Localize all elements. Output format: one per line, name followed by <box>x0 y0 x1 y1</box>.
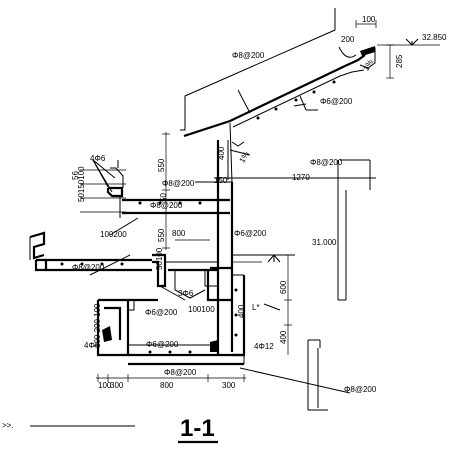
dim-50100: 50100 <box>155 247 164 270</box>
dim-100100: 100100 <box>188 305 215 314</box>
dim-100-top: 100 <box>362 15 376 24</box>
rebar-left-upper: Φ8@200 <box>162 179 195 188</box>
dim-285: 285 <box>395 54 404 68</box>
dim-l-star: L* <box>252 303 260 312</box>
rebar-wall-stirrup: Φ6@200 <box>234 229 267 238</box>
dim-400-a: 400 <box>217 146 226 160</box>
left-cantilever <box>29 231 152 276</box>
dim-400-c: 400 <box>279 330 288 344</box>
rebar-left-cantilever: Φ8@200 <box>72 263 105 272</box>
corner-text: >>. <box>2 421 14 430</box>
slope-rebar-dots <box>256 80 336 120</box>
rebar-main-span: Φ8@200 <box>310 158 343 167</box>
dim-56: 56 <box>71 171 80 180</box>
dim-100200: 100200 <box>100 230 127 239</box>
lower-box <box>96 288 351 394</box>
rebar-right-bottom: Φ8@200 <box>344 385 377 394</box>
dim-550-b: 550 <box>157 228 166 242</box>
dim-200-top: 200 <box>341 35 355 44</box>
dim-b100: 100 <box>98 381 112 390</box>
rebar-bottom-main: Φ8@200 <box>164 368 197 377</box>
top-gutter <box>338 20 440 79</box>
rebar-top: Φ8@200 <box>232 51 265 60</box>
rebar-canopy: Φ8@200 <box>150 201 183 210</box>
bars-4d6-b: 4Φ6 <box>84 341 100 350</box>
dim-b800: 800 <box>160 381 174 390</box>
canopy-slab <box>109 132 232 250</box>
dim-left-side: 100 200 100 <box>93 303 102 348</box>
elevation-mid: 31.000 <box>312 238 337 247</box>
dim-150: 150 <box>214 176 228 185</box>
dim-600: 600 <box>279 280 288 294</box>
dim-400-b: 400 <box>237 304 246 318</box>
middle-beam <box>152 239 218 301</box>
elevation-top: 32.850 <box>422 33 447 42</box>
rebar-slope-stirrup: Φ6@200 <box>320 97 353 106</box>
bars-3d6: 3Φ6 <box>178 289 194 298</box>
bars-4d6-a: 4Φ6 <box>90 154 106 163</box>
dim-550-a: 550 <box>157 158 166 172</box>
right-lower-column <box>307 339 328 411</box>
dim-50-a: 50 <box>159 193 168 202</box>
left-parapet <box>80 159 126 213</box>
rebar-lower-beam: Φ6@200 <box>146 340 179 349</box>
dim-b300b: 300 <box>222 381 236 390</box>
rebar-lower-left: Φ6@200 <box>145 308 178 317</box>
dim-1270: 1270 <box>292 173 310 182</box>
dim-b300: 300 <box>110 381 124 390</box>
roof-outline <box>180 8 376 183</box>
dim-left-stack: 50150100 <box>77 166 86 202</box>
section-title: 1-1 <box>180 415 215 442</box>
dim-800-a: 800 <box>172 229 186 238</box>
bars-4d12: 4Φ12 <box>254 342 274 351</box>
